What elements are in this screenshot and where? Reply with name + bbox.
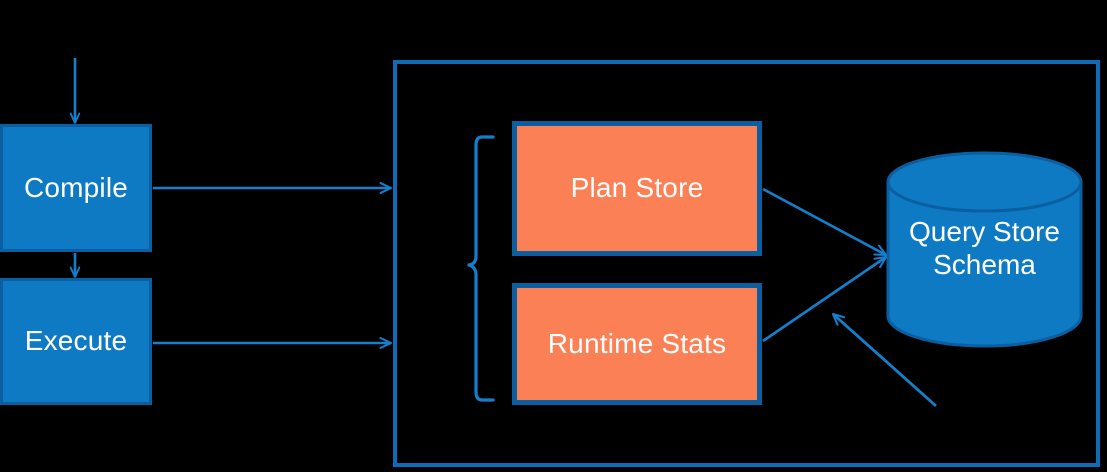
node-query-store-schema[interactable] <box>886 151 1083 348</box>
node-compile[interactable]: Compile <box>0 124 152 252</box>
node-plan-store-label: Plan Store <box>570 172 704 204</box>
arrow-runtime-stats-to-schema <box>762 255 887 343</box>
node-compile-label: Compile <box>23 171 129 203</box>
cylinder-top <box>886 151 1083 213</box>
node-runtime-stats-label: Runtime Stats <box>547 327 727 359</box>
query-store-container-rect <box>393 60 1100 467</box>
cylinder-body <box>886 180 1083 348</box>
node-query-store-schema-label-wrap: Query Store Schema <box>888 212 1081 284</box>
node-runtime-stats[interactable]: Runtime Stats <box>512 283 762 405</box>
node-plan-store[interactable]: Plan Store <box>512 121 762 256</box>
arrow-external-to-schema <box>832 312 937 408</box>
arrow-plan-store-to-schema <box>762 187 887 257</box>
node-query-store-schema-label: Query Store Schema <box>909 215 1060 280</box>
plan-and-runtime-bracket <box>467 135 495 402</box>
node-execute-label: Execute <box>24 325 128 357</box>
node-execute[interactable]: Execute <box>0 278 152 405</box>
